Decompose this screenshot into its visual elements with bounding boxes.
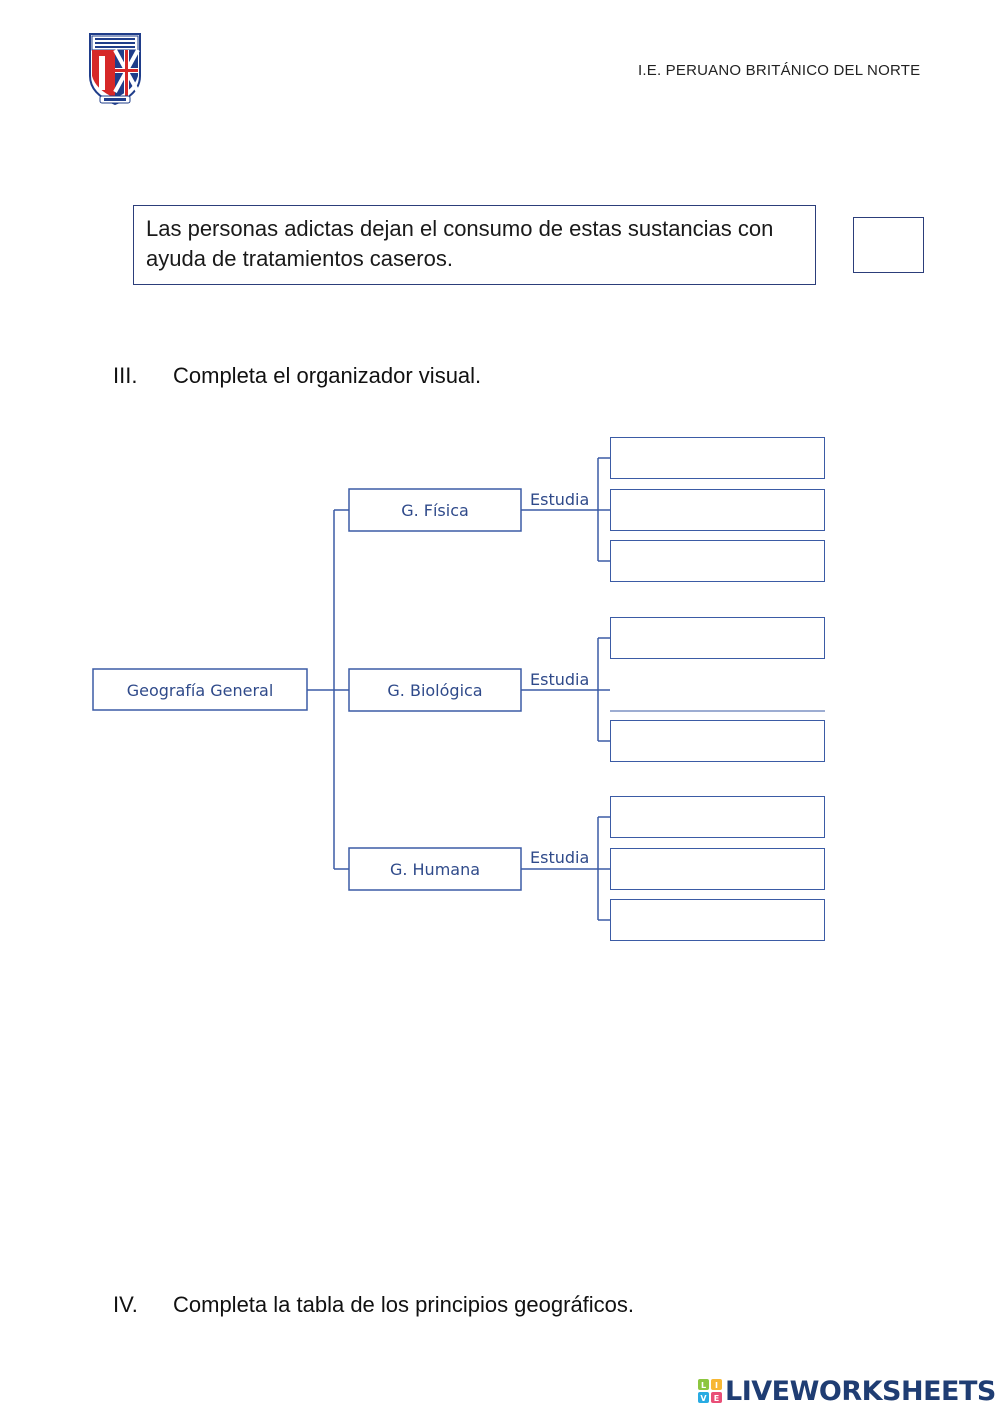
answer-input-fisica-2[interactable] bbox=[610, 489, 825, 531]
section-4-number: IV. bbox=[113, 1292, 138, 1317]
branch-label-humana: G. Humana bbox=[390, 860, 480, 879]
answer-input-fisica-1[interactable] bbox=[610, 437, 825, 479]
answer-input-biologica-3[interactable] bbox=[610, 720, 825, 762]
answer-input-humana-1[interactable] bbox=[610, 796, 825, 838]
statement-box: Las personas adictas dejan el consumo de… bbox=[133, 205, 816, 285]
connector-label-fisica: Estudia bbox=[530, 490, 589, 509]
answer-input-fisica-3[interactable] bbox=[610, 540, 825, 582]
answer-input-biologica-1[interactable] bbox=[610, 617, 825, 659]
school-crest-icon bbox=[86, 32, 144, 106]
answer-input-humana-3[interactable] bbox=[610, 899, 825, 941]
liveworksheets-brand-text: LIVEWORKSHEETS bbox=[725, 1375, 996, 1407]
section-3-title: Completa el organizador visual. bbox=[173, 363, 482, 388]
school-name: I.E. PERUANO BRITÁNICO DEL NORTE bbox=[638, 62, 921, 79]
answer-input-humana-2[interactable] bbox=[610, 848, 825, 890]
section-3-number: III. bbox=[113, 363, 138, 388]
answer-input-biologica-2[interactable] bbox=[610, 669, 825, 710]
svg-text:V: V bbox=[700, 1394, 707, 1403]
connector-label-humana: Estudia bbox=[530, 848, 589, 867]
branch-label-fisica: G. Física bbox=[401, 501, 469, 520]
visual-organizer-diagram: Geografía General G. Física G. Biológica… bbox=[92, 457, 825, 921]
liveworksheets-logo: L I V E LIVEWORKSHEETS bbox=[697, 1374, 996, 1408]
statement-answer-input[interactable] bbox=[853, 217, 924, 273]
root-node-label: Geografía General bbox=[127, 681, 274, 700]
connector-label-biologica: Estudia bbox=[530, 670, 589, 689]
svg-text:I: I bbox=[715, 1381, 718, 1390]
svg-text:L: L bbox=[701, 1381, 706, 1390]
statement-line-1: Las personas adictas dejan el consumo de… bbox=[146, 216, 774, 241]
section-4-title: Completa la tabla de los principios geog… bbox=[173, 1292, 635, 1317]
svg-text:E: E bbox=[714, 1394, 719, 1403]
branch-label-biologica: G. Biológica bbox=[387, 681, 482, 700]
statement-line-2: ayuda de tratamientos caseros. bbox=[146, 246, 453, 271]
liveworksheets-live-icon: L I V E bbox=[697, 1378, 723, 1404]
